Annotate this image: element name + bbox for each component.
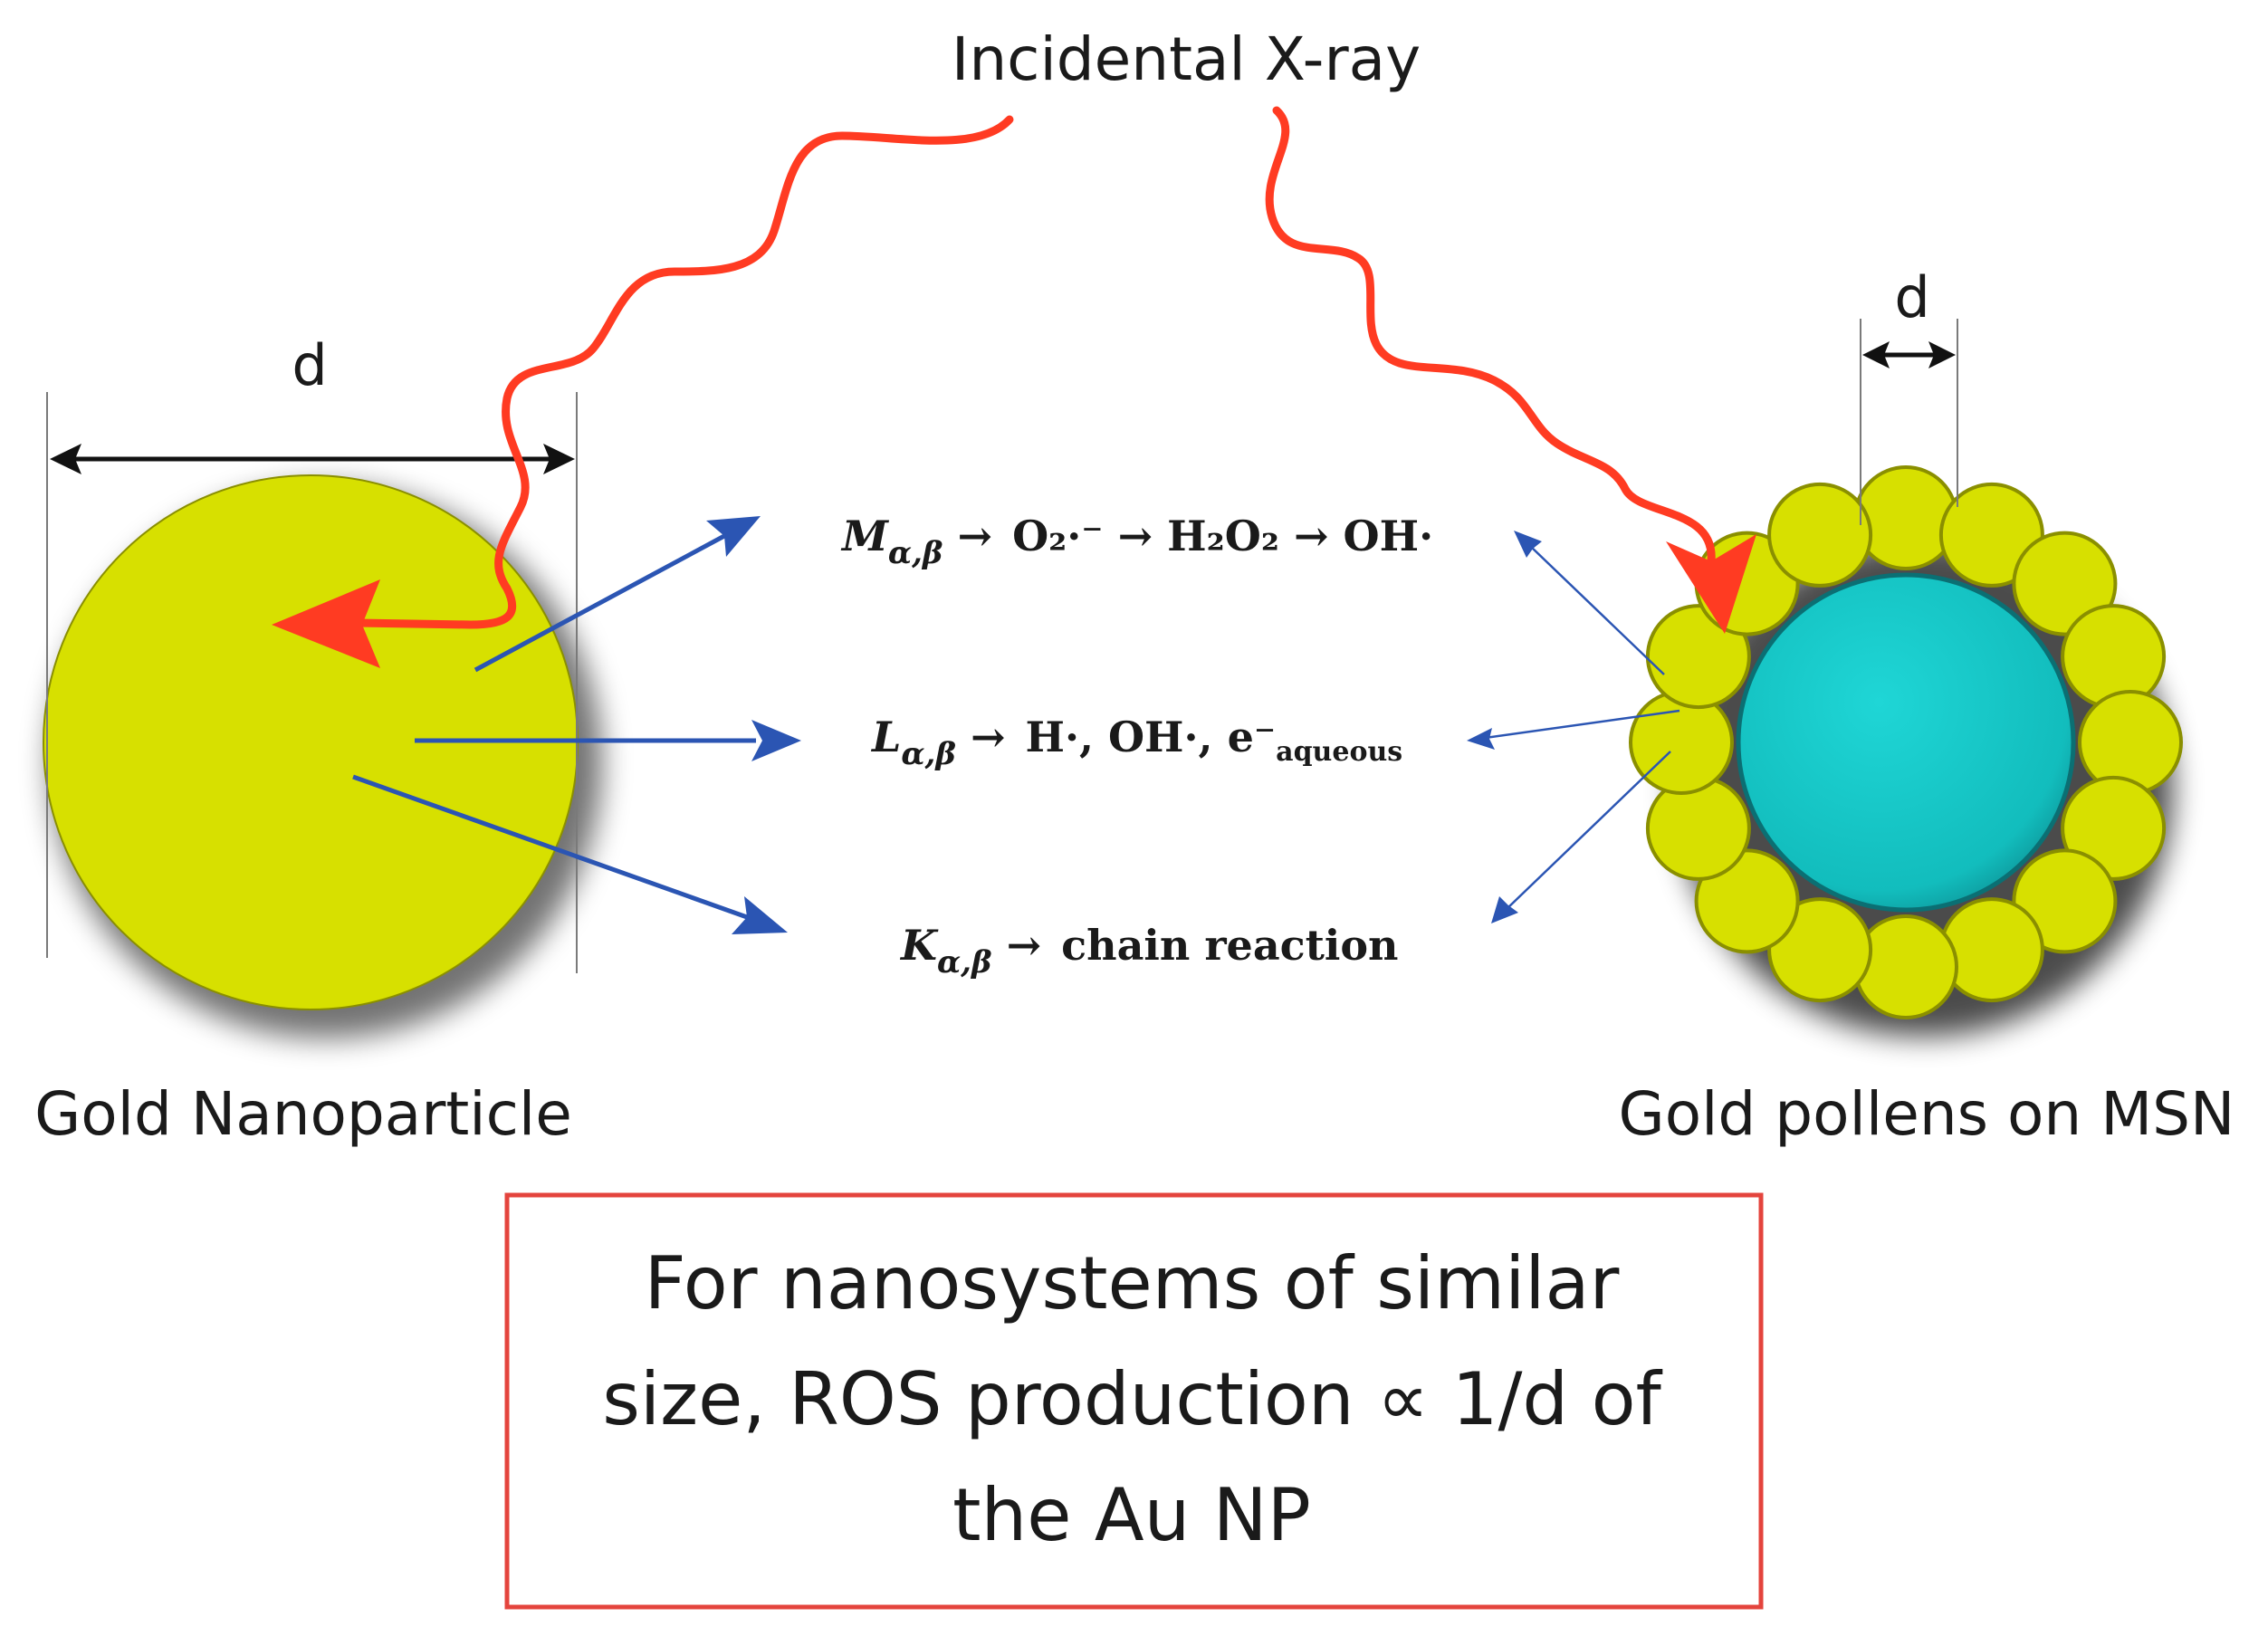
gold-pollen — [1938, 897, 2044, 1003]
reaction-m: Mα,β → O₂·⁻ → H₂O₂ → OH· — [840, 512, 1433, 571]
reaction-k-products: chain reaction — [1061, 921, 1398, 970]
xray-label: Incidental X-ray — [952, 24, 1421, 94]
reaction-l-subscript: α,β — [901, 736, 956, 772]
reaction-arrow-left-m — [474, 516, 761, 673]
svg-text:Lα,β→H·, OH·, e⁻aqueous: Lα,β → H·, OH·, e⁻aqueous — [870, 713, 1402, 772]
gold-pollen-ring — [1629, 465, 2183, 1019]
gold-pollen — [1645, 775, 1751, 881]
gold-pollens-msn-group: d Gold pollens on MSN — [1619, 264, 2235, 1149]
reaction-l-arrow: → — [971, 713, 1006, 761]
reaction-l-symbol: L — [870, 713, 901, 761]
reaction-l-products-sub: aqueous — [1276, 736, 1402, 768]
gold-pollen — [1767, 482, 1873, 588]
gold-pollen — [1938, 482, 2044, 588]
gold-pollen — [2061, 604, 2167, 710]
xray-wave-right — [1265, 106, 1716, 566]
reaction-l: Lα,β → H·, OH·, e⁻aqueous — [870, 713, 1402, 772]
xray-waves: Incidental X-ray — [272, 24, 1756, 668]
right-dimension-arrow — [1862, 341, 1956, 368]
reaction-k: Kα,β → chain reaction — [899, 921, 1398, 981]
gold-pollen — [2061, 775, 2167, 881]
reaction-arrow-right-k — [1491, 751, 1671, 923]
gold-pollen — [2078, 690, 2183, 795]
reaction-arrow-right-l — [1467, 709, 1680, 750]
xray-arrowhead-right — [1666, 534, 1756, 634]
reaction-arrow-right-m — [1514, 531, 1665, 675]
xray-arrowhead-left — [272, 579, 380, 668]
gold-pollen — [1694, 848, 1800, 954]
xray-wave-left — [353, 115, 1014, 629]
reaction-m-subscript: α,β — [888, 535, 943, 571]
gold-pollen — [1853, 465, 1958, 570]
svg-text:Mα,β→O₂·⁻ → H₂O₂ → OH·: Mα,β → O₂·⁻ → H₂O₂ → OH· — [840, 512, 1433, 571]
right-caption: Gold pollens on MSN — [1619, 1079, 2235, 1149]
conclusion-line-3: the Au NP — [952, 1473, 1311, 1557]
conclusion-box-border — [504, 1192, 1764, 1610]
reaction-k-subscript: α,β — [937, 944, 992, 981]
reaction-arrow-left-l — [415, 720, 801, 761]
left-caption: Gold Nanoparticle — [34, 1079, 572, 1149]
gold-pollen — [1629, 690, 1734, 795]
reaction-arrows — [352, 516, 1680, 934]
right-dimension-label: d — [1894, 264, 1929, 330]
conclusion-line-1: For nanosystems of similar — [645, 1241, 1620, 1325]
conclusion-box: For nanosystems of similar size, ROS pro… — [504, 1192, 1764, 1610]
reaction-m-symbol: M — [840, 512, 890, 560]
reaction-k-symbol: K — [899, 921, 939, 970]
reaction-k-arrow: → — [1007, 921, 1042, 970]
msn-core — [1736, 572, 2076, 913]
conclusion-line-2: size, ROS production ∝ 1/d of — [602, 1357, 1662, 1441]
reaction-l-products: H·, OH·, e⁻ — [1025, 713, 1276, 761]
gold-pollen — [1767, 897, 1873, 1003]
gold-pollen — [2012, 531, 2118, 636]
reaction-m-products: O₂·⁻ → H₂O₂ → OH· — [1012, 512, 1433, 560]
gold-pollen — [1853, 914, 1958, 1019]
svg-text:Kα,β→chain reaction: Kα,β → chain reaction — [899, 921, 1398, 981]
gold-pollen — [2012, 848, 2118, 954]
left-dimension-label: d — [292, 332, 327, 398]
reaction-m-arrow: → — [958, 512, 993, 560]
left-dimension-arrow — [50, 444, 575, 474]
reaction-arrow-left-k — [352, 774, 788, 934]
